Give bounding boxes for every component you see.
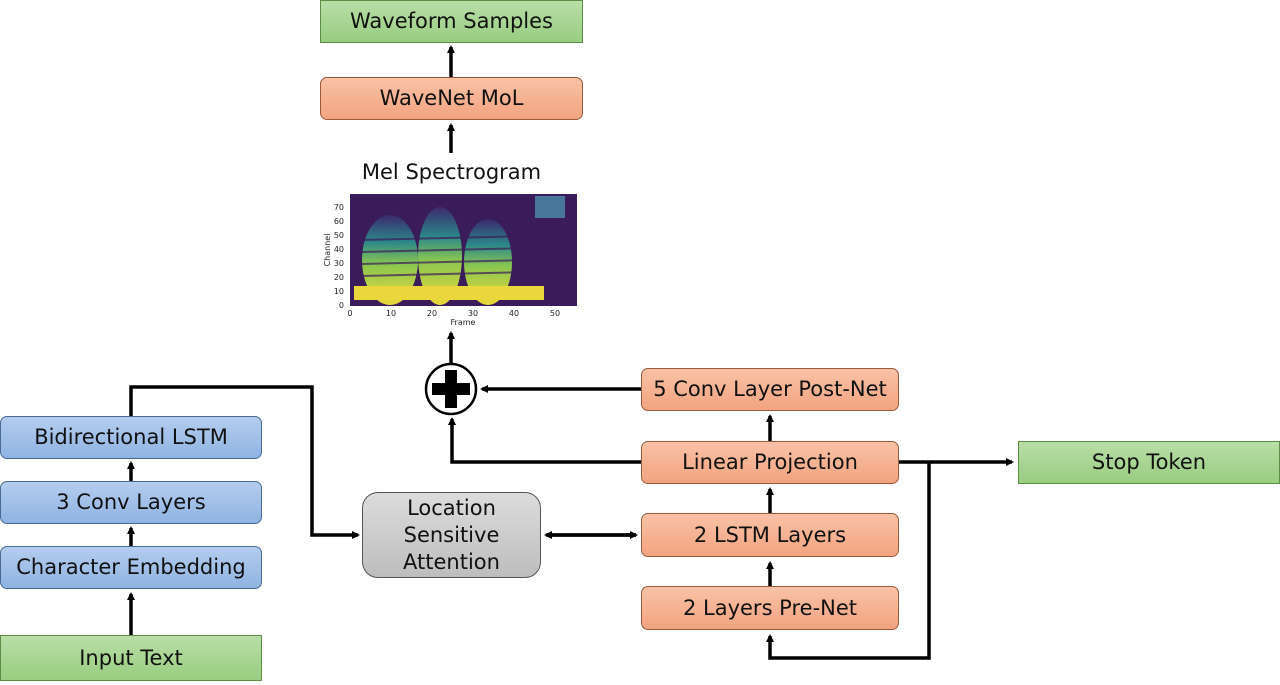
- xtick: 20: [427, 309, 437, 318]
- input-text-box: Input Text: [0, 635, 262, 681]
- ytick: 60: [334, 217, 344, 226]
- ytick: 20: [334, 273, 344, 282]
- xtick: 30: [468, 309, 478, 318]
- ytick: 10: [334, 287, 344, 296]
- mel-spectrogram-image: 0 10 20 30 40 50 60 70 0 10 20 30 40 50 …: [323, 194, 577, 327]
- location-sensitive-attention-box: Location Sensitive Attention: [362, 492, 541, 578]
- ytick: 70: [334, 203, 344, 212]
- pre-net-box: 2 Layers Pre-Net: [641, 586, 899, 630]
- linear-projection-box: Linear Projection: [641, 441, 899, 484]
- y-axis-label: Channel: [323, 234, 332, 267]
- conv-layers-box: 3 Conv Layers: [0, 481, 262, 524]
- ytick: 30: [334, 259, 344, 268]
- xtick: 0: [347, 309, 352, 318]
- x-axis-label: Frame: [451, 318, 476, 327]
- stop-token-box: Stop Token: [1018, 441, 1280, 484]
- xtick: 50: [550, 309, 560, 318]
- character-embedding-box: Character Embedding: [0, 546, 262, 589]
- ytick: 50: [334, 231, 344, 240]
- ytick: 40: [334, 245, 344, 254]
- lstm-layers-box: 2 LSTM Layers: [641, 513, 899, 557]
- post-net-box: 5 Conv Layer Post-Net: [641, 368, 899, 411]
- xtick: 40: [509, 309, 519, 318]
- waveform-samples-box: Waveform Samples: [320, 0, 583, 43]
- xtick: 10: [386, 309, 396, 318]
- mel-spectrogram-label: Mel Spectrogram: [361, 160, 542, 184]
- bidirectional-lstm-box: Bidirectional LSTM: [0, 416, 262, 459]
- sum-node: [424, 362, 478, 416]
- wavenet-mol-box: WaveNet MoL: [320, 77, 583, 120]
- ytick: 0: [339, 301, 344, 310]
